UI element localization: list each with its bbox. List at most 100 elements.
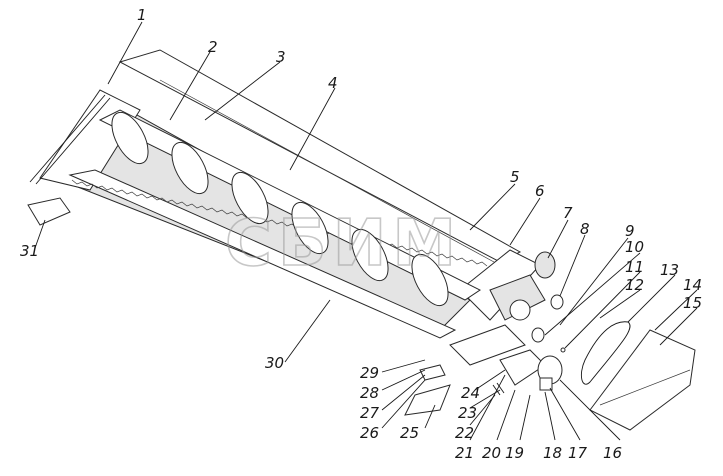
leader-28 [381,369,426,391]
auger-flight-3 [231,171,269,225]
auger [98,109,481,307]
cutter-teeth [71,179,488,267]
callout-10: 10 [625,238,644,256]
auger-flight-4 [291,201,329,255]
cutter-bar [68,169,457,339]
leader-8 [559,234,586,297]
guard-cover-14 [589,329,696,431]
callout-26: 26 [360,424,379,442]
leader-2 [169,51,211,121]
callout-22: 22 [455,424,474,442]
callout-5: 5 [510,168,520,186]
lower-drive [492,349,563,396]
auger-flight-2 [171,141,209,195]
callout-31: 31 [20,242,39,260]
leader-19 [519,394,531,441]
callout-23: 23 [458,404,477,422]
gearbox-bracket [449,324,526,366]
leader-14 [654,289,698,331]
callout-30: 30 [265,354,284,372]
leader-31 [34,219,46,249]
auger-flight-5 [351,228,389,282]
leader-30 [284,299,331,363]
leader-13 [627,274,676,323]
callout-3: 3 [276,48,286,66]
callout-labels: 1 2 3 4 5 6 7 8 9 10 11 12 13 14 15 16 1… [20,6,702,462]
leader-25 [424,404,436,429]
leader-10 [544,252,641,336]
callout-12: 12 [625,276,644,294]
bracket-25 [404,384,451,416]
callout-9: 9 [625,222,635,240]
leader-15 [659,307,698,346]
callout-29: 29 [360,364,379,382]
callout-13: 13 [660,261,679,279]
bracket-27 [419,364,446,381]
leader-24 [474,369,506,391]
leader-12 [599,289,641,319]
leader-lines [34,21,698,441]
leader-9 [559,237,629,326]
top-beam [118,49,522,263]
leader-23 [469,389,501,409]
callout-14: 14 [683,276,702,294]
callout-21: 21 [455,444,474,462]
callout-4: 4 [328,74,338,92]
callout-2: 2 [208,38,218,56]
pulley-10 [531,327,545,343]
callout-6: 6 [535,182,545,200]
leader-7 [547,219,569,259]
callout-27: 27 [360,404,380,422]
callout-19: 19 [505,444,524,462]
leader-20 [496,389,516,441]
leader-26 [381,379,426,429]
leader-17 [549,387,581,441]
drive-components [531,251,566,353]
callout-1: 1 [137,6,147,24]
callout-25: 25 [400,424,419,442]
callout-11: 11 [625,258,644,276]
bolt-23 [496,382,505,394]
leader-6 [509,197,541,246]
gearbox-housing [489,274,546,321]
belt-guard [589,329,696,431]
leader-22 [469,394,496,426]
shield-31 [27,197,71,226]
guard-cover-edge [599,369,691,406]
left-drive-shaft-edge [35,97,111,185]
callout-7: 7 [563,204,573,222]
leader-21 [469,374,506,441]
callout-18: 18 [543,444,562,462]
hub-18 [539,377,553,391]
leader-1 [107,21,143,85]
leader-16 [559,379,621,441]
leader-5 [469,183,516,231]
leader-11 [564,271,641,349]
callout-28: 28 [360,384,379,402]
left-drive-shaft [29,94,106,183]
callout-17: 17 [568,444,588,462]
leader-3 [204,61,281,121]
gearbox [449,274,546,366]
callout-16: 16 [603,444,622,462]
leader-18 [544,391,556,441]
callout-15: 15 [683,294,702,312]
top-beam-edge [159,79,506,269]
bearing-8 [550,294,564,310]
auger-flight-6 [411,253,449,307]
leader-29 [381,359,426,373]
watermark-text: СБИМ [225,207,462,281]
sprocket-7 [534,251,556,279]
callout-8: 8 [580,220,590,238]
auger-flight-1 [111,111,149,165]
belt-13 [580,321,631,385]
callout-20: 20 [482,444,501,462]
small-brackets [404,364,451,416]
leader-4 [289,87,336,171]
callout-24: 24 [461,384,480,402]
gearbox-flange [509,299,531,321]
washer-11 [560,347,566,353]
leader-27 [381,374,426,411]
